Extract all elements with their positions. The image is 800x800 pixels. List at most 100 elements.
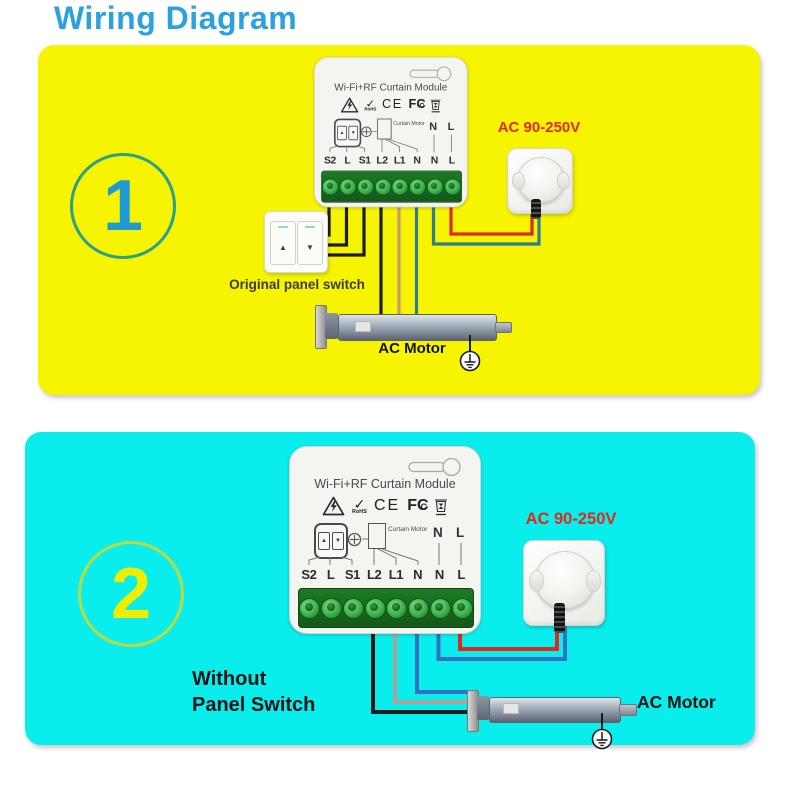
switch-icon: ▲ ▼ bbox=[314, 523, 348, 559]
terminal-label: S1 bbox=[344, 567, 360, 582]
terminal-label: L bbox=[344, 153, 351, 166]
switch-up-cell: ▲ bbox=[337, 125, 347, 141]
rohs-label: RoHS bbox=[364, 107, 377, 112]
wire-l1-to-motor-2 bbox=[393, 626, 472, 704]
fcc-inner-c: C bbox=[420, 502, 428, 512]
fcc-letters: FC bbox=[408, 97, 426, 112]
l-schematic-label: L bbox=[447, 120, 455, 133]
terminal-label: L2 bbox=[367, 567, 382, 582]
wire-l-to-socket-2 bbox=[458, 620, 559, 651]
rohs-label: RoHS bbox=[351, 508, 367, 515]
terminal-screw bbox=[374, 178, 392, 195]
rohs-icon: ✓ RoHS bbox=[364, 98, 376, 113]
curtain-motor-label: Curtain Motor bbox=[393, 121, 425, 127]
switch-button-up: ▲ bbox=[270, 221, 296, 265]
fcc-inner-c: C bbox=[419, 101, 425, 110]
certification-icons: ✓ RoHS CE FC C bbox=[315, 95, 467, 114]
plug-icon bbox=[529, 551, 601, 609]
warning-icon bbox=[340, 97, 359, 113]
terminal-labels: S2 L S1 L2 L1 N N L bbox=[321, 154, 460, 166]
terminal-label: N bbox=[413, 567, 423, 582]
plug-cord bbox=[531, 199, 541, 219]
caption-line-2: Panel Switch bbox=[192, 694, 316, 716]
switch-down-cell: ▼ bbox=[332, 532, 344, 550]
mounting-hole-icon bbox=[408, 457, 461, 477]
terminal-label: S2 bbox=[301, 567, 317, 582]
switch-icon: ▲ ▼ bbox=[334, 118, 362, 148]
weee-bin-icon bbox=[430, 99, 441, 113]
terminal-screw bbox=[451, 597, 473, 619]
wire-s1-to-switch bbox=[316, 196, 366, 257]
curtain-module-1: Wi-Fi+RF Curtain Module ✓ RoHS CE FC C bbox=[314, 57, 468, 208]
switch-down-cell: ▼ bbox=[348, 125, 358, 141]
terminal-screw bbox=[408, 597, 430, 619]
motor-end-cap bbox=[477, 696, 489, 720]
terminal-screw bbox=[426, 178, 444, 195]
plug-cord bbox=[554, 603, 565, 633]
terminal-label: S1 bbox=[358, 153, 371, 166]
ce-mark: CE bbox=[373, 497, 401, 514]
ground-icon bbox=[361, 126, 372, 138]
terminal-label: N bbox=[413, 153, 421, 166]
terminal-label: L1 bbox=[393, 153, 406, 166]
mounting-hole-icon bbox=[409, 66, 452, 82]
ce-mark: CE bbox=[381, 97, 403, 112]
up-arrow-icon: ▲ bbox=[339, 130, 345, 136]
up-arrow-icon: ▲ bbox=[321, 538, 327, 544]
check-icon: ✓ bbox=[353, 495, 366, 512]
schematic-lines bbox=[329, 131, 452, 153]
wall-panel-switch: ▲ ▼ bbox=[264, 211, 328, 273]
terminal-screw bbox=[321, 597, 343, 619]
socket-voltage-label-2: AC 90-250V bbox=[525, 510, 617, 528]
power-socket-2 bbox=[523, 540, 605, 633]
earth-ground-icon bbox=[459, 335, 481, 372]
terminal-screw bbox=[322, 178, 340, 195]
terminal-screw bbox=[391, 178, 409, 195]
diagram-1-badge: 1 bbox=[70, 153, 176, 259]
motor-label-1: AC Motor bbox=[378, 340, 446, 357]
terminal-labels: S2 L S1 L2 L1 N N L bbox=[298, 567, 472, 582]
terminal-screw bbox=[429, 597, 451, 619]
terminal-label: L bbox=[457, 567, 465, 582]
terminal-screw bbox=[342, 597, 364, 619]
wire-n-to-socket-2 bbox=[436, 620, 567, 661]
up-arrow-icon: ▲ bbox=[279, 243, 287, 252]
ground-icon bbox=[347, 532, 362, 547]
motor-end-cap bbox=[325, 313, 338, 339]
terminal-screw bbox=[357, 178, 374, 195]
switch-up-cell: ▲ bbox=[318, 532, 330, 550]
plug-icon bbox=[512, 157, 570, 203]
module-title: Wi-Fi+RF Curtain Module bbox=[334, 81, 448, 93]
terminal-label: L bbox=[326, 567, 335, 582]
page-title: Wiring Diagram bbox=[54, 0, 298, 36]
check-icon: ✓ bbox=[365, 96, 376, 110]
warning-icon bbox=[322, 496, 345, 516]
fcc-mark: FC C bbox=[407, 497, 428, 515]
without-panel-switch-caption: Without Panel Switch bbox=[192, 666, 315, 718]
terminal-label: L2 bbox=[376, 153, 388, 166]
curtain-motor-box bbox=[377, 118, 392, 140]
earth-ground-icon bbox=[591, 713, 613, 750]
terminal-screw bbox=[444, 178, 461, 195]
wire-l2-to-motor-2 bbox=[371, 626, 470, 714]
down-arrow-icon: ▼ bbox=[335, 538, 341, 544]
wire-n-to-motor-2 bbox=[415, 626, 476, 694]
l-schematic-label: L bbox=[456, 525, 465, 540]
terminal-screw bbox=[299, 597, 321, 619]
terminal-screw bbox=[409, 178, 427, 195]
rohs-icon: ✓ RoHS bbox=[352, 497, 367, 516]
terminal-label: N bbox=[434, 567, 444, 582]
panel-switch-label: Original panel switch bbox=[229, 277, 365, 292]
down-arrow-icon: ▼ bbox=[350, 130, 356, 136]
wire-l-to-socket-1 bbox=[449, 196, 534, 236]
motor-shaft bbox=[495, 322, 512, 333]
wire-n-to-socket-1 bbox=[431, 196, 541, 246]
weee-bin-icon bbox=[435, 499, 448, 516]
motor-sticker bbox=[503, 703, 519, 714]
down-arrow-icon: ▼ bbox=[306, 243, 314, 252]
curtain-motor-box bbox=[368, 523, 386, 549]
diagram-2-badge: 2 bbox=[78, 541, 184, 647]
switch-button-down: ▼ bbox=[297, 221, 323, 265]
